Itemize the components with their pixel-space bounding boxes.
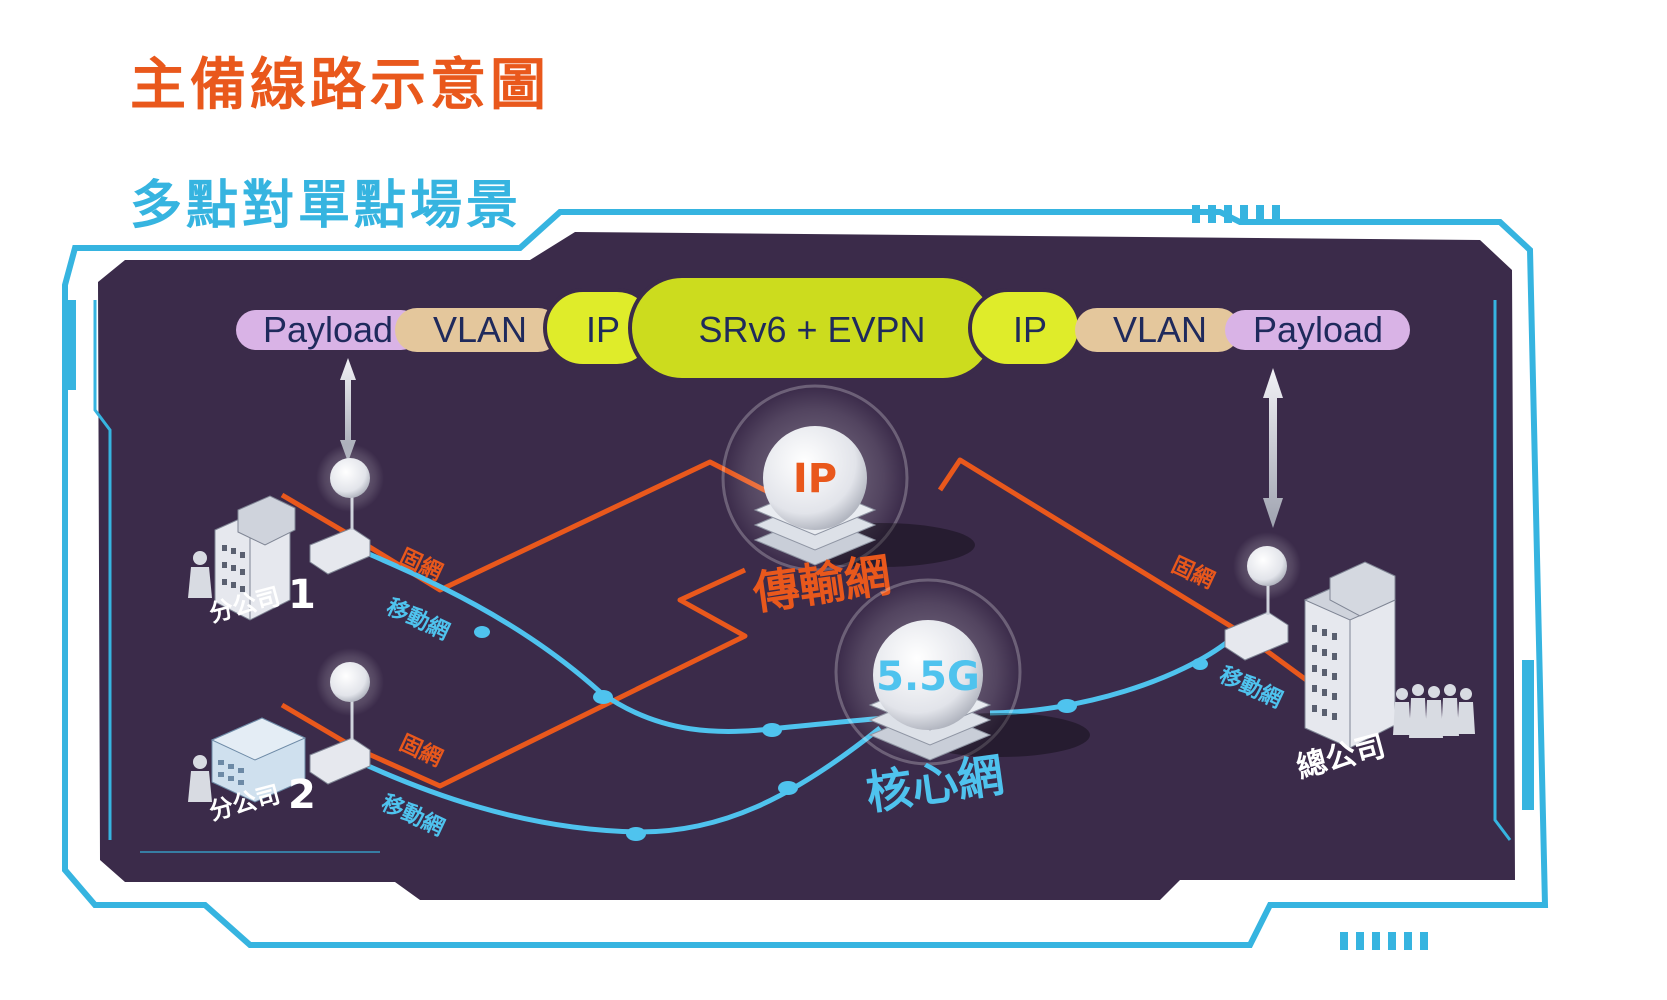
person-icon xyxy=(188,755,212,802)
protocol-header-stack: Payload VLAN IP SRv6 + EVPN IP VLAN Payl… xyxy=(236,274,1410,382)
double-arrow-left xyxy=(340,358,356,462)
ip-transport-node: IP 傳輸網 xyxy=(721,384,975,620)
vlan-label-right: VLAN xyxy=(1113,309,1207,350)
branch-1-number: 1 xyxy=(288,572,316,618)
mobile-link-nodes xyxy=(474,626,1208,841)
payload-label-right: Payload xyxy=(1253,309,1383,350)
antenna-icon xyxy=(316,648,384,716)
building-icon xyxy=(1303,561,1397,749)
vlan-pill-right xyxy=(1075,308,1240,352)
payload-pill-left xyxy=(236,310,421,350)
core-network-node: 5.5G 核心網 xyxy=(834,578,1090,820)
antenna-icon xyxy=(1233,532,1301,600)
srv6-evpn-label: SRv6 + EVPN xyxy=(698,309,925,350)
double-arrow-right xyxy=(1263,368,1283,528)
payload-pill-right xyxy=(1225,310,1410,350)
person-icon xyxy=(188,551,212,598)
page-title: 主備線路示意圖 xyxy=(130,53,550,118)
payload-label-left: Payload xyxy=(263,309,393,350)
antenna-icon xyxy=(316,444,384,512)
building-icon xyxy=(214,495,296,621)
globe-icon xyxy=(873,620,983,730)
page-subtitle: 多點對單點場景 xyxy=(130,176,523,236)
building-icon xyxy=(210,717,307,803)
globe-icon xyxy=(763,426,867,530)
ip-network-badge: IP xyxy=(793,456,837,502)
ip-label-right: IP xyxy=(1013,309,1047,350)
ip-label-left: IP xyxy=(586,309,620,350)
core-network-badge: 5.5G xyxy=(876,654,980,700)
branch-2-number: 2 xyxy=(288,772,316,818)
vlan-label-left: VLAN xyxy=(433,309,527,350)
crowd-icon xyxy=(1393,684,1475,738)
vlan-pill-left xyxy=(395,308,560,352)
